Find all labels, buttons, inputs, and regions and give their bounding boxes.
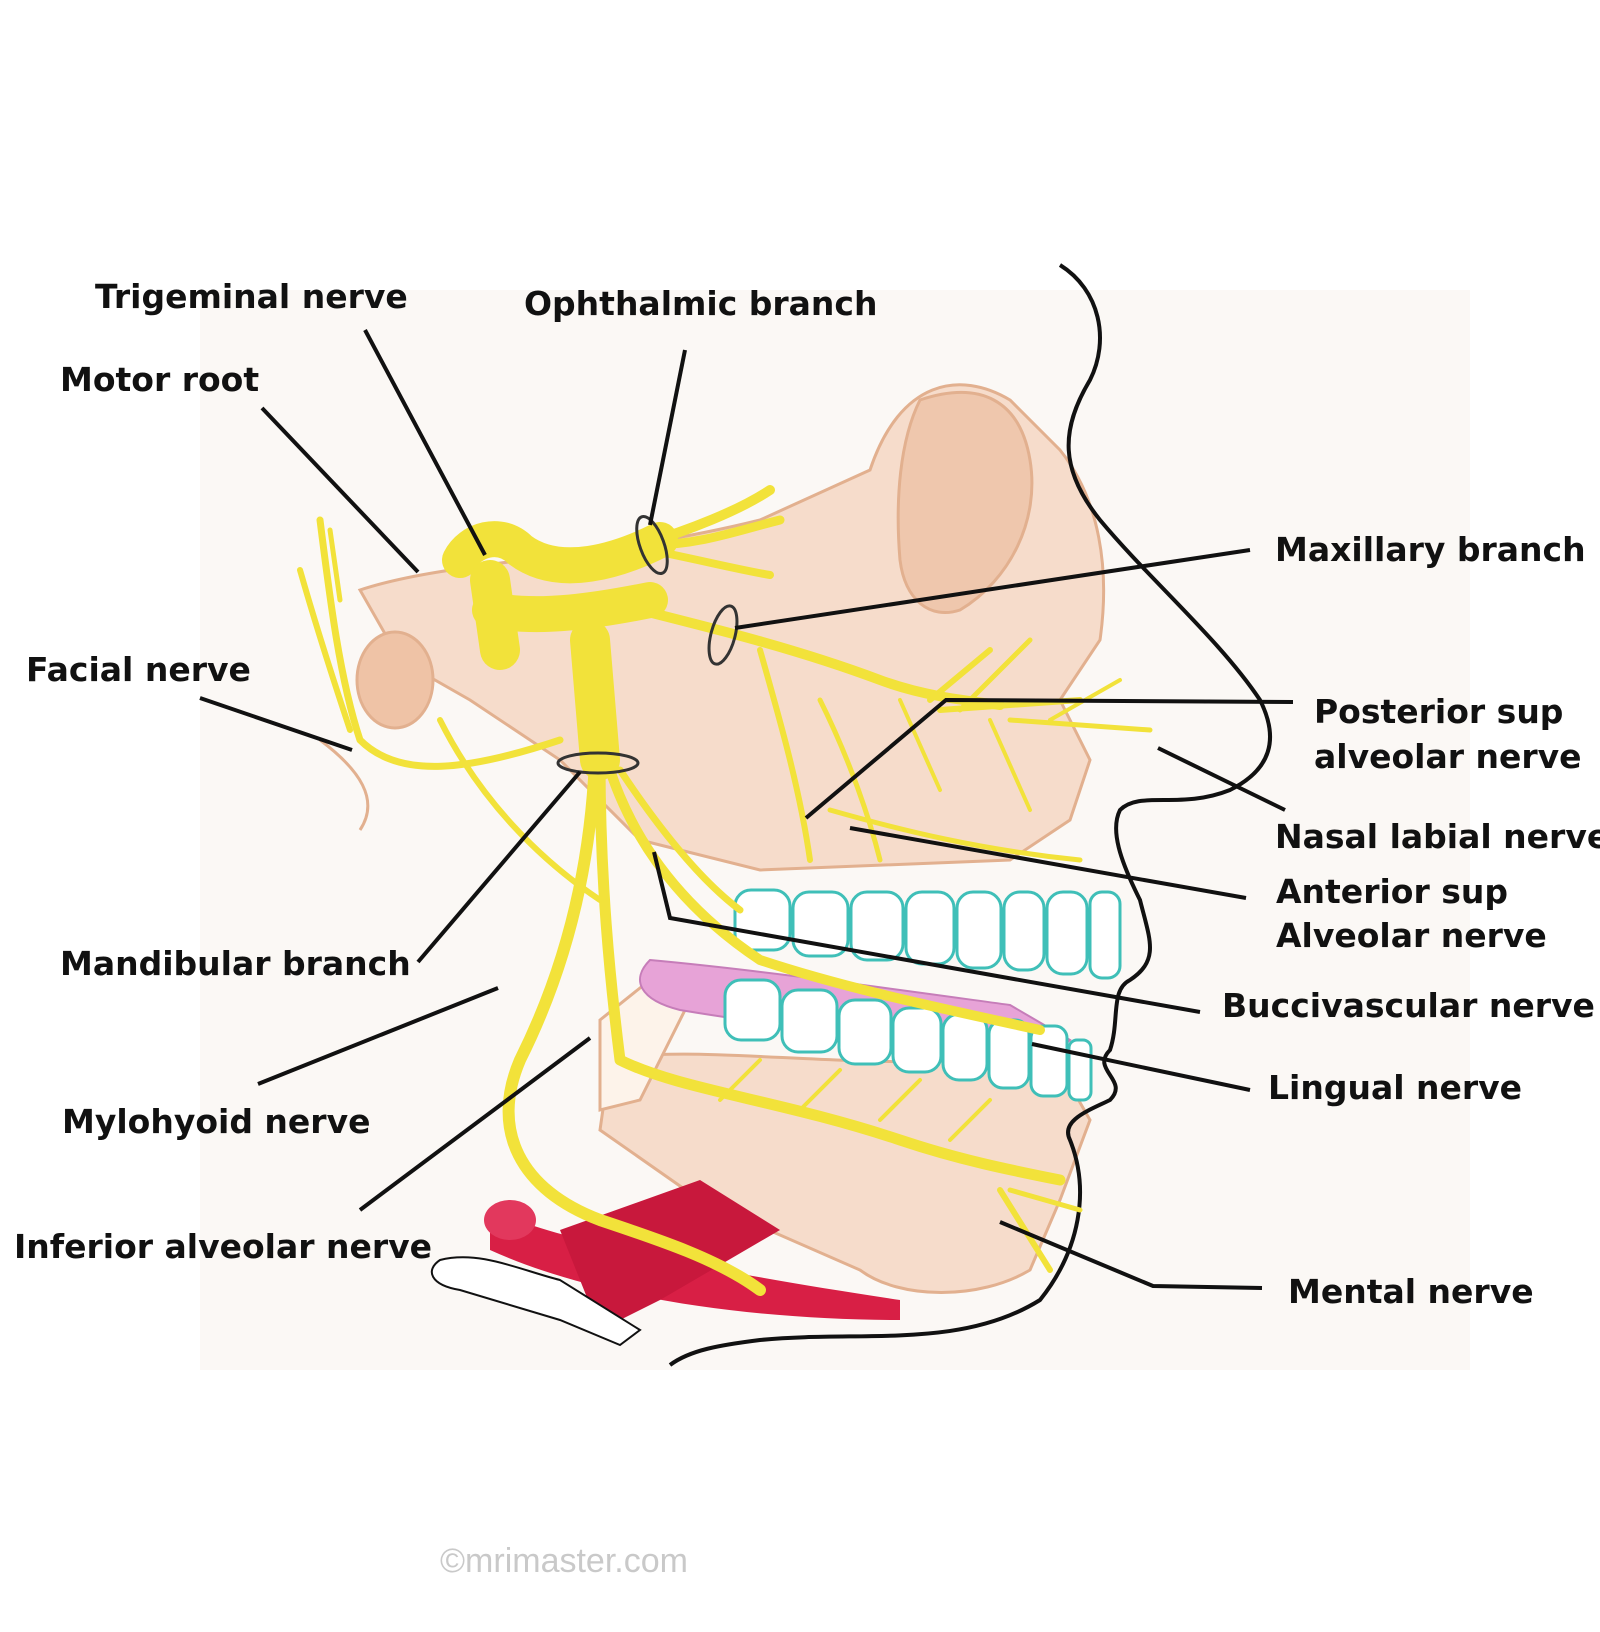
label-lingual-nerve: Lingual nerve — [1268, 1068, 1523, 1107]
label-facial-nerve: Facial nerve — [26, 650, 251, 689]
label-ophthalmic-branch: Ophthalmic branch — [524, 284, 878, 323]
leader-buccivascular — [652, 851, 1201, 1014]
leader-facial — [199, 696, 353, 752]
skull-bone — [319, 383, 1106, 1294]
label-mental-nerve: Mental nerve — [1288, 1272, 1534, 1311]
muscle-bundle — [430, 1180, 900, 1347]
label-mandibular-branch: Mandibular branch — [60, 944, 411, 983]
upper-teeth — [733, 888, 1122, 980]
branch-rings — [556, 515, 739, 775]
leader-nasal-labial — [1157, 746, 1286, 812]
leader-posterior-sup — [804, 697, 1294, 820]
label-inferior-alveolar-nerve: Inferior alveolar nerve — [14, 1227, 433, 1266]
watermark: ©mrimaster.com — [440, 1542, 688, 1580]
label-trigeminal-nerve: Trigeminal nerve — [95, 277, 408, 316]
label-mylohyoid-nerve: Mylohyoid nerve — [62, 1102, 371, 1141]
leader-lines — [199, 329, 1294, 1290]
label-buccivascular-nerve: Buccivascular nerve — [1222, 986, 1595, 1025]
leader-motor-root — [260, 406, 420, 574]
leader-mental — [999, 1220, 1263, 1290]
label-motor-root: Motor root — [60, 360, 260, 399]
label-anterior-sup-line1: Anterior sup — [1276, 872, 1508, 911]
leader-anterior-sup — [849, 826, 1247, 900]
label-posterior-sup-line1: Posterior sup — [1314, 692, 1564, 731]
leader-trigeminal — [363, 329, 487, 556]
lower-teeth — [723, 978, 1093, 1102]
face-profile-outline — [668, 263, 1272, 1367]
leader-lingual — [1031, 1042, 1251, 1092]
label-anterior-sup-line2: Alveolar nerve — [1276, 916, 1547, 955]
label-posterior-sup-line2: alveolar nerve — [1314, 737, 1582, 776]
label-maxillary-branch: Maxillary branch — [1275, 530, 1586, 569]
leader-mylohyoid — [257, 986, 499, 1086]
leader-mandibular — [416, 770, 582, 964]
leader-ophthalmic — [648, 349, 687, 526]
leader-inferior-alveolar — [358, 1036, 592, 1212]
leader-maxillary — [734, 548, 1251, 630]
label-nasal-labial-nerve: Nasal labial nerve — [1275, 817, 1600, 856]
nerve-network — [297, 485, 1153, 1296]
